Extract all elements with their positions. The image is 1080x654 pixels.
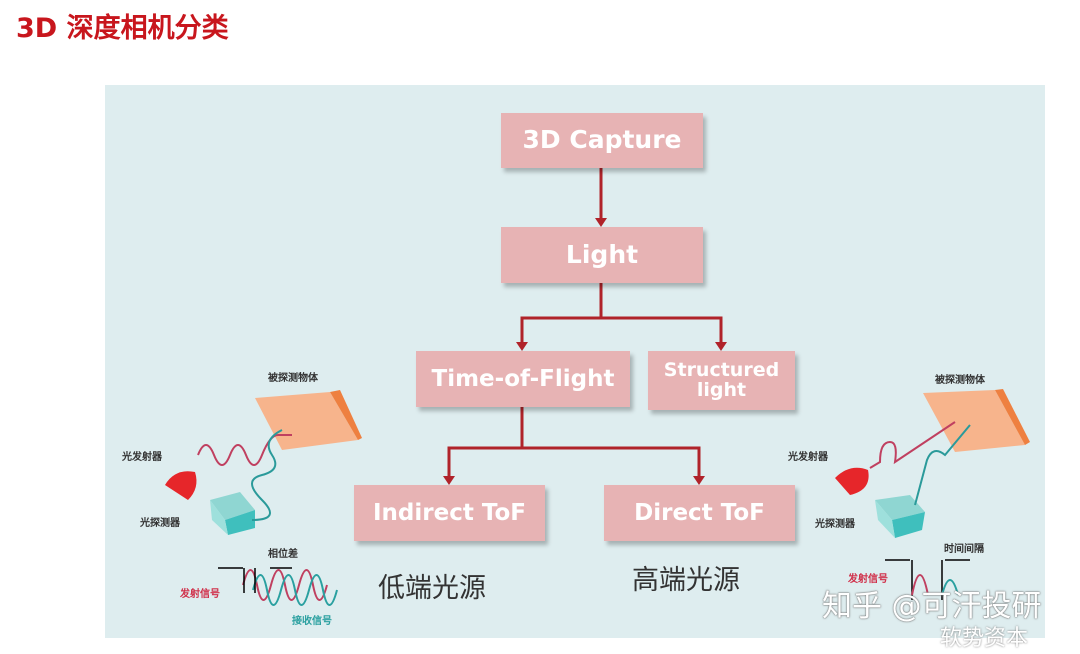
- caption-direct: 高端光源: [632, 565, 740, 596]
- node-indirect-tof: Indirect ToF: [354, 485, 545, 541]
- left-tof-illustration: [165, 390, 362, 606]
- left-object-label: 被探测物体: [268, 373, 318, 384]
- edge-tof-indirect: [447, 407, 524, 480]
- node-time-of-flight: Time-of-Flight: [416, 351, 630, 407]
- caption-indirect: 低端光源: [378, 573, 486, 604]
- arrowheads: [443, 218, 727, 485]
- left-emitter-label: 光发射器: [122, 452, 162, 463]
- node-light: Light: [501, 227, 703, 283]
- page-title: 3D 深度相机分类: [16, 13, 229, 44]
- watermark-secondary: 软势资本: [940, 626, 1029, 651]
- phase-label: 相位差: [268, 549, 298, 560]
- right-emit-signal-label: 发射信号: [848, 574, 888, 585]
- right-detector-label: 光探测器: [815, 519, 855, 530]
- left-emit-signal-label: 发射信号: [180, 589, 220, 600]
- edge-tof-direct: [522, 446, 701, 480]
- watermark: 知乎 @可汗投研: [822, 589, 1042, 624]
- edge-light-tof: [520, 283, 603, 346]
- right-emitter-label: 光发射器: [788, 452, 828, 463]
- node-structured-light: Structured light: [648, 351, 795, 410]
- right-tof-illustration: [835, 389, 1030, 600]
- left-detector-label: 光探测器: [140, 518, 180, 529]
- recv-signal-label: 接收信号: [292, 616, 332, 627]
- edge-light-structured: [601, 316, 723, 346]
- right-object-label: 被探测物体: [935, 375, 985, 386]
- node-3d-capture: 3D Capture: [501, 113, 703, 168]
- node-direct-tof: Direct ToF: [604, 485, 795, 541]
- interval-label: 时间间隔: [944, 544, 984, 555]
